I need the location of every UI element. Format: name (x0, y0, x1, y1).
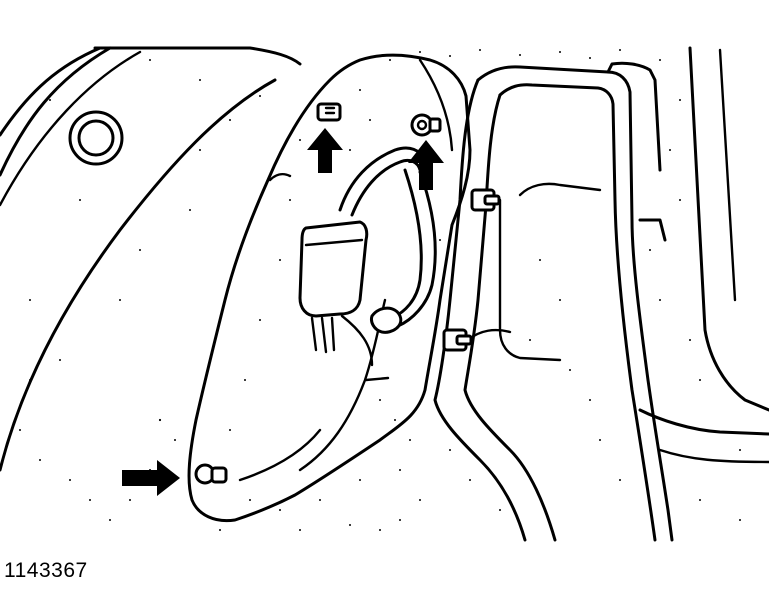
upper-pillar-trim (606, 46, 769, 464)
upper-right-nut (410, 113, 442, 137)
arrow-to-upper-left-screw (307, 128, 343, 173)
lower-screw (194, 463, 228, 485)
arrow-to-upper-right-nut (408, 140, 444, 190)
arrow-to-lower-screw (122, 460, 180, 496)
wheel-arch-lines (0, 46, 302, 472)
stipple-texture (19, 49, 741, 531)
figure-id-label: 1143367 (4, 559, 88, 582)
upper-left-screw (316, 102, 342, 122)
drain-plug (68, 110, 124, 166)
door-aperture (433, 65, 674, 542)
